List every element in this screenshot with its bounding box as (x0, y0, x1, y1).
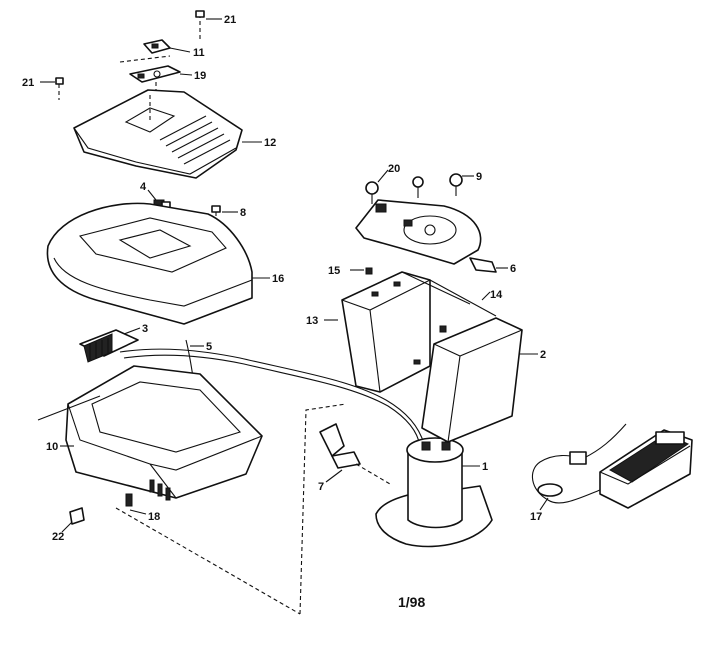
mounting-plate (355, 199, 482, 265)
part-10-base-tray (37, 365, 263, 501)
part-22-label (61, 507, 85, 533)
part-20-screw (365, 169, 389, 204)
callout-8: 8 (240, 207, 246, 219)
part-3-heatsink (79, 327, 141, 363)
part-15-terminal (350, 267, 373, 275)
callout-19: 19 (194, 70, 206, 82)
callout-18: 18 (148, 511, 160, 523)
callout-3: 3 (142, 323, 148, 335)
part-21-screw-top (195, 10, 222, 40)
callout-20: 20 (388, 163, 400, 175)
part-screw-mid (412, 176, 424, 198)
callout-7: 7 (318, 481, 324, 493)
part-17-charger (531, 423, 693, 511)
callout-21-top: 21 (224, 14, 236, 26)
part-8-screw (211, 205, 238, 236)
callout-2: 2 (540, 349, 546, 361)
part-16-housing (46, 202, 270, 325)
callout-22: 22 (52, 531, 64, 543)
part-21-screw-left (40, 77, 64, 100)
date-label: 1/98 (398, 594, 425, 610)
part-7-bracket (319, 423, 391, 485)
callout-11: 11 (193, 47, 205, 59)
callout-10: 10 (46, 441, 58, 453)
part-14-strap (401, 271, 497, 317)
callout-12: 12 (264, 137, 276, 149)
callout-5: 5 (206, 341, 212, 353)
part-18-clip (125, 493, 147, 515)
part-19-switch (119, 55, 193, 95)
part-1-motor-base (375, 437, 493, 548)
callout-9: 9 (476, 171, 482, 183)
callout-21-left: 21 (22, 77, 34, 89)
part-9-screw (449, 173, 474, 196)
part-6-tab (469, 257, 508, 273)
callout-13: 13 (306, 315, 318, 327)
callout-17: 17 (530, 511, 542, 523)
part-12-top-cover (73, 89, 262, 179)
callout-16: 16 (272, 273, 284, 285)
callout-15: 15 (328, 265, 340, 277)
part-11-clip (143, 39, 191, 54)
callout-14: 14 (490, 289, 503, 301)
callout-4: 4 (140, 181, 147, 193)
assembly-dashed-lines (115, 403, 347, 615)
part-2-battery (413, 317, 538, 443)
part-13-battery (324, 271, 431, 393)
callout-1: 1 (482, 461, 488, 473)
callout-6: 6 (510, 263, 516, 275)
